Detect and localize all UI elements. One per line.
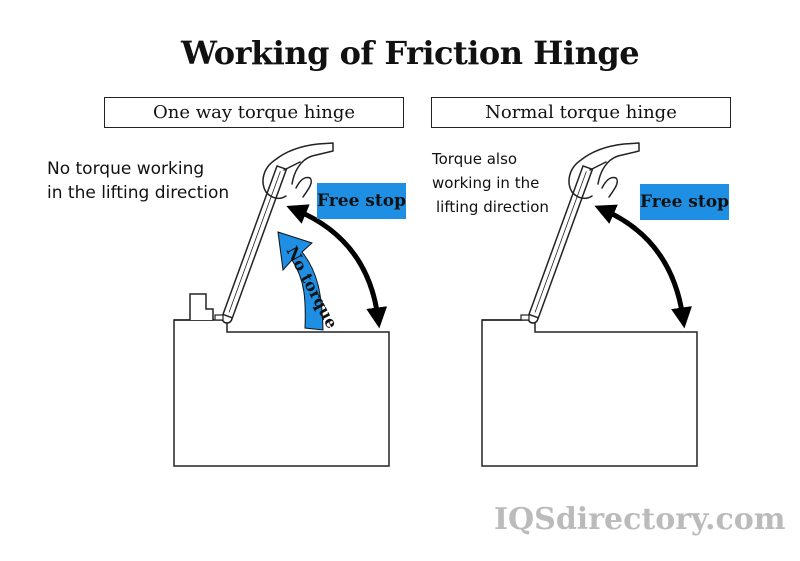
panel-label-normal: Normal torque hinge bbox=[431, 97, 731, 128]
free-stop-arrow-left bbox=[286, 204, 388, 329]
free-stop-tag-right: Free stop bbox=[640, 184, 729, 220]
base-box-left bbox=[173, 319, 390, 467]
hand-icon-right bbox=[568, 142, 640, 200]
diagram-title: Working of Friction Hinge bbox=[180, 34, 640, 72]
no-torque-arrow bbox=[277, 231, 324, 331]
note-right: Torque also working in the lifting direc… bbox=[432, 150, 549, 216]
watermark: IQSdirectory.com bbox=[494, 502, 786, 537]
lid-left bbox=[222, 164, 288, 319]
note-left: No torque working in the lifting directi… bbox=[47, 159, 230, 203]
base-box-right bbox=[481, 319, 698, 467]
panel-label-one-way: One way torque hinge bbox=[104, 97, 404, 128]
hand-icon-left bbox=[262, 142, 334, 200]
free-stop-arrow-right bbox=[594, 204, 692, 329]
lid-right bbox=[528, 164, 594, 319]
stop-block bbox=[189, 293, 214, 320]
free-stop-tag-left: Free stop bbox=[317, 183, 406, 219]
